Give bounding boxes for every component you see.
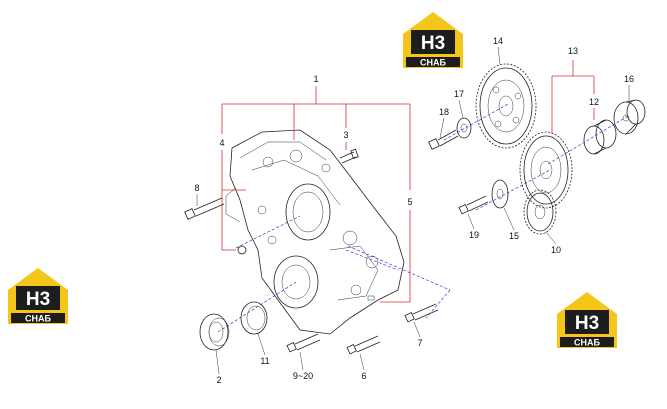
label-part-18: 18 bbox=[439, 107, 449, 117]
logo-caption: СНАБ bbox=[25, 314, 51, 324]
bolt-4 bbox=[237, 245, 247, 255]
idler-gear-14 bbox=[475, 63, 537, 149]
tick-15 bbox=[503, 207, 515, 231]
washer-17 bbox=[456, 117, 472, 139]
gear-13 bbox=[519, 131, 573, 209]
label-part-15: 15 bbox=[509, 231, 519, 241]
axis-bolt-8 bbox=[235, 215, 301, 249]
bolt-7 bbox=[404, 303, 439, 323]
label-part-5: 5 bbox=[407, 197, 412, 207]
label-part-9-20: 9~20 bbox=[293, 371, 313, 381]
part-labels: 1 4 3 5 8 2 11 9~20 6 7 14 13 16 12 17 1… bbox=[194, 36, 634, 385]
gear-10 bbox=[523, 189, 557, 235]
shaft-16 bbox=[613, 99, 646, 135]
label-part-11: 11 bbox=[260, 356, 269, 366]
label-part-8: 8 bbox=[194, 183, 199, 193]
leader-lines bbox=[221, 60, 595, 303]
label-part-19: 19 bbox=[469, 230, 479, 240]
leader-5 bbox=[380, 210, 411, 303]
axis-gear-bolt bbox=[475, 169, 551, 211]
logo-caption-bg bbox=[560, 337, 614, 347]
label-part-13: 13 bbox=[568, 46, 578, 56]
label-part-17: 17 bbox=[454, 89, 464, 99]
logo-caption-bg bbox=[406, 57, 460, 67]
logo-caption-bg bbox=[11, 313, 65, 323]
logo-mark: H3 bbox=[26, 289, 50, 310]
bushing-12 bbox=[583, 119, 617, 155]
bolt-3 bbox=[339, 148, 359, 164]
logo-right: H3 СНАБ bbox=[557, 292, 617, 348]
axis-idler bbox=[443, 103, 509, 141]
bolt-6 bbox=[346, 335, 381, 355]
bolt-19 bbox=[458, 195, 489, 215]
seal-ring bbox=[240, 301, 268, 335]
label-ticks bbox=[196, 46, 630, 375]
label-part-7: 7 bbox=[417, 338, 422, 348]
label-part-14: 14 bbox=[493, 36, 503, 46]
axis-shaft bbox=[547, 115, 629, 165]
tick-2 bbox=[215, 349, 220, 375]
label-part-1: 1 bbox=[313, 74, 318, 84]
tick-9-20 bbox=[299, 351, 304, 371]
logo-caption: СНАБ bbox=[574, 338, 600, 348]
logo-caption: СНАБ bbox=[420, 58, 446, 68]
label-part-3: 3 bbox=[343, 130, 348, 140]
label-part-16: 16 bbox=[624, 74, 634, 84]
axis-bolt-7 bbox=[347, 245, 451, 291]
label-part-6: 6 bbox=[361, 371, 366, 381]
logo-mark-bg bbox=[411, 30, 455, 54]
thrust-plate-15 bbox=[491, 179, 509, 209]
logo-mark-bg bbox=[16, 286, 60, 310]
logo-left: H3 СНАБ bbox=[8, 268, 68, 324]
logo-mark: H3 bbox=[575, 313, 599, 334]
tick-19 bbox=[467, 213, 475, 230]
tick-10 bbox=[545, 231, 557, 245]
axis-bolt-5 bbox=[345, 249, 399, 271]
bolt-9-20 bbox=[286, 333, 321, 353]
label-part-12: 12 bbox=[589, 97, 599, 107]
leader-4 bbox=[221, 150, 236, 251]
tick-14 bbox=[497, 46, 501, 65]
label-part-2: 2 bbox=[216, 375, 221, 385]
label-part-10: 10 bbox=[551, 245, 561, 255]
tick-11 bbox=[257, 333, 266, 356]
tick-18 bbox=[439, 117, 445, 139]
oil-seal bbox=[199, 313, 230, 351]
logo-top: H3 СНАБ bbox=[403, 12, 463, 68]
axis-seal bbox=[217, 281, 297, 333]
tick-17 bbox=[458, 99, 464, 119]
bolt-8 bbox=[184, 197, 225, 220]
label-part-4: 4 bbox=[219, 138, 224, 148]
tick-6 bbox=[359, 353, 365, 371]
timing-cover bbox=[225, 129, 405, 335]
bolt-18 bbox=[428, 129, 459, 150]
logo-mark-bg bbox=[565, 310, 609, 334]
tick-7 bbox=[413, 321, 421, 338]
logo-mark: H3 bbox=[421, 33, 445, 54]
assembly-axes bbox=[217, 103, 629, 333]
